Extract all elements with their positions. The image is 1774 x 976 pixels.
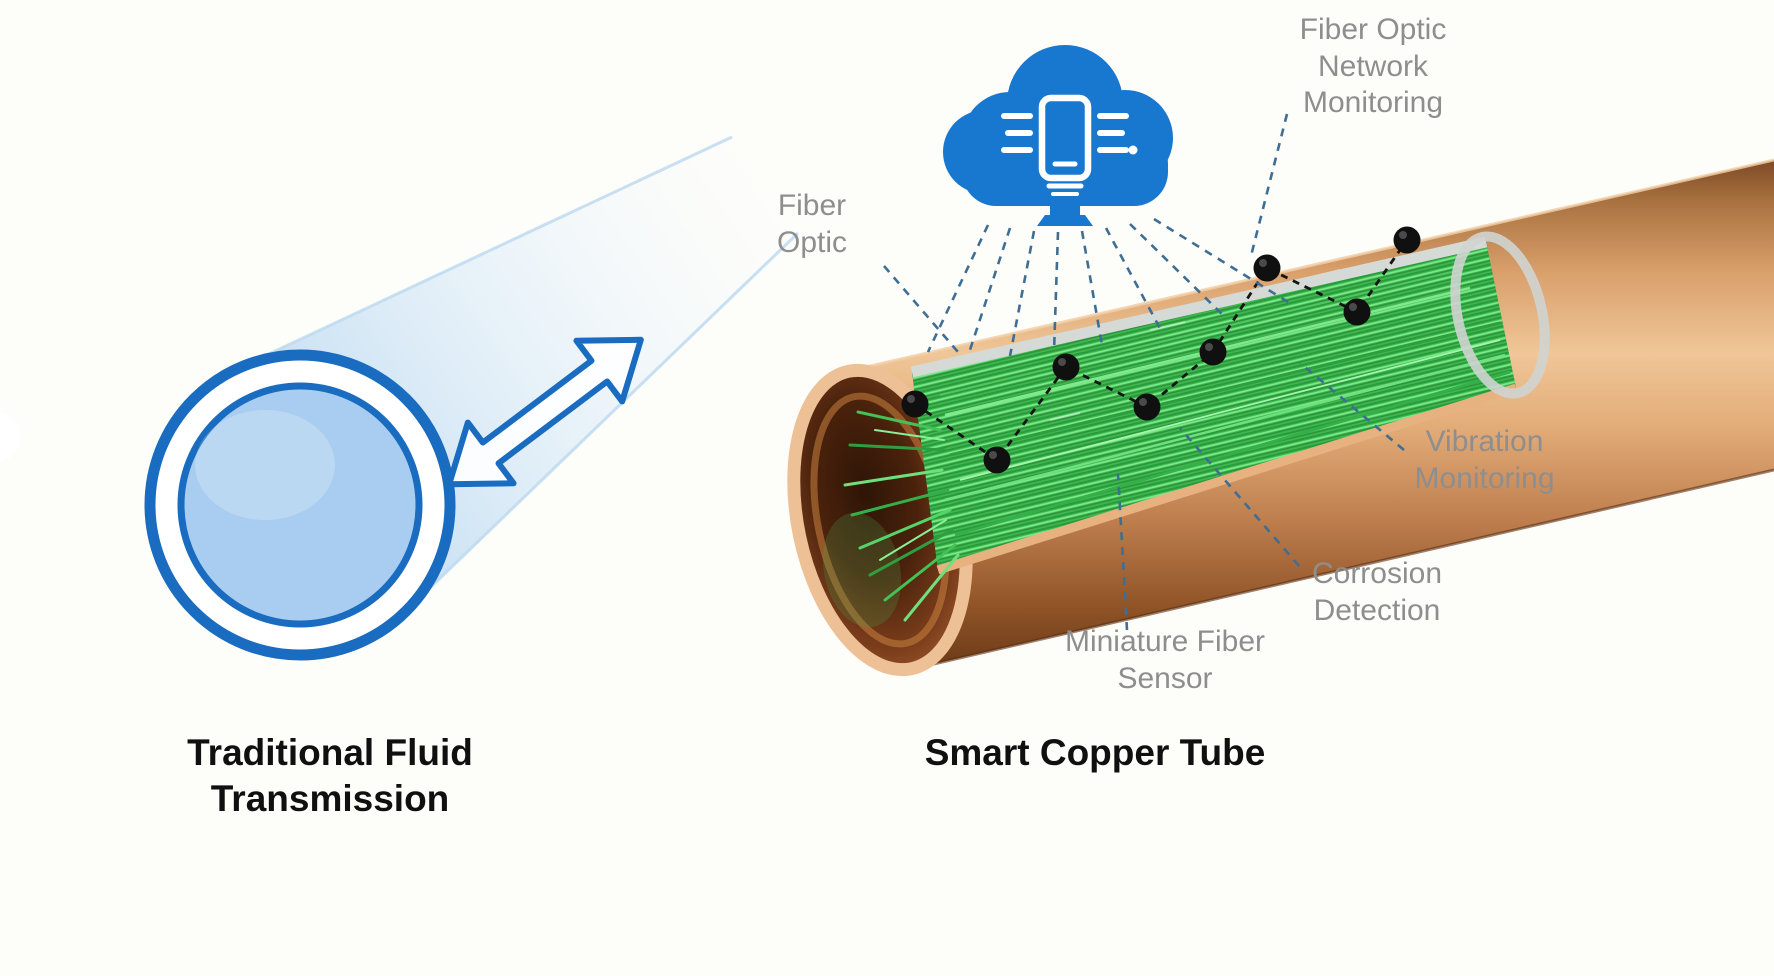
cloud-connection-lines	[926, 217, 1289, 357]
protruding-fibers	[843, 410, 960, 622]
leader-network-monitoring	[1249, 113, 1289, 257]
leader-fiber-optic	[883, 265, 959, 353]
label-vibration-monitoring: Vibration Monitoring	[1414, 425, 1555, 495]
title-traditional-fluid-transmission: Traditional Fluid Transmission	[187, 732, 473, 820]
smart-copper-tube	[787, 158, 1774, 677]
label-corrosion-detection: Corrosion Detection	[1311, 557, 1443, 627]
leader-corrosion	[1179, 427, 1300, 567]
bidirectional-flow-arrow-icon	[446, 336, 644, 488]
monitoring-device-icon	[1001, 94, 1138, 196]
sensor-network	[901, 226, 1421, 474]
label-network-monitoring: Fiber Optic Network Monitoring	[1299, 13, 1447, 120]
leader-miniature-sensor	[1116, 473, 1129, 631]
fiber-sensor-dot-icon	[901, 226, 1421, 474]
tube-inner-ring	[177, 382, 423, 628]
traditional-tube	[144, 135, 800, 661]
cut-ring	[1450, 231, 1550, 399]
label-fiber-optic: Fiber Optic	[776, 189, 848, 259]
label-leader-lines	[883, 113, 1405, 631]
cloud-monitoring-icon	[943, 45, 1173, 226]
device-stand	[1050, 205, 1080, 215]
page-edge-notch	[0, 411, 20, 463]
title-smart-copper-tube: Smart Copper Tube	[924, 732, 1266, 773]
leader-vibration	[1299, 362, 1405, 451]
cut-copper-edge	[936, 383, 1518, 575]
label-miniature-fiber-sensor: Miniature Fiber Sensor	[1064, 625, 1266, 695]
